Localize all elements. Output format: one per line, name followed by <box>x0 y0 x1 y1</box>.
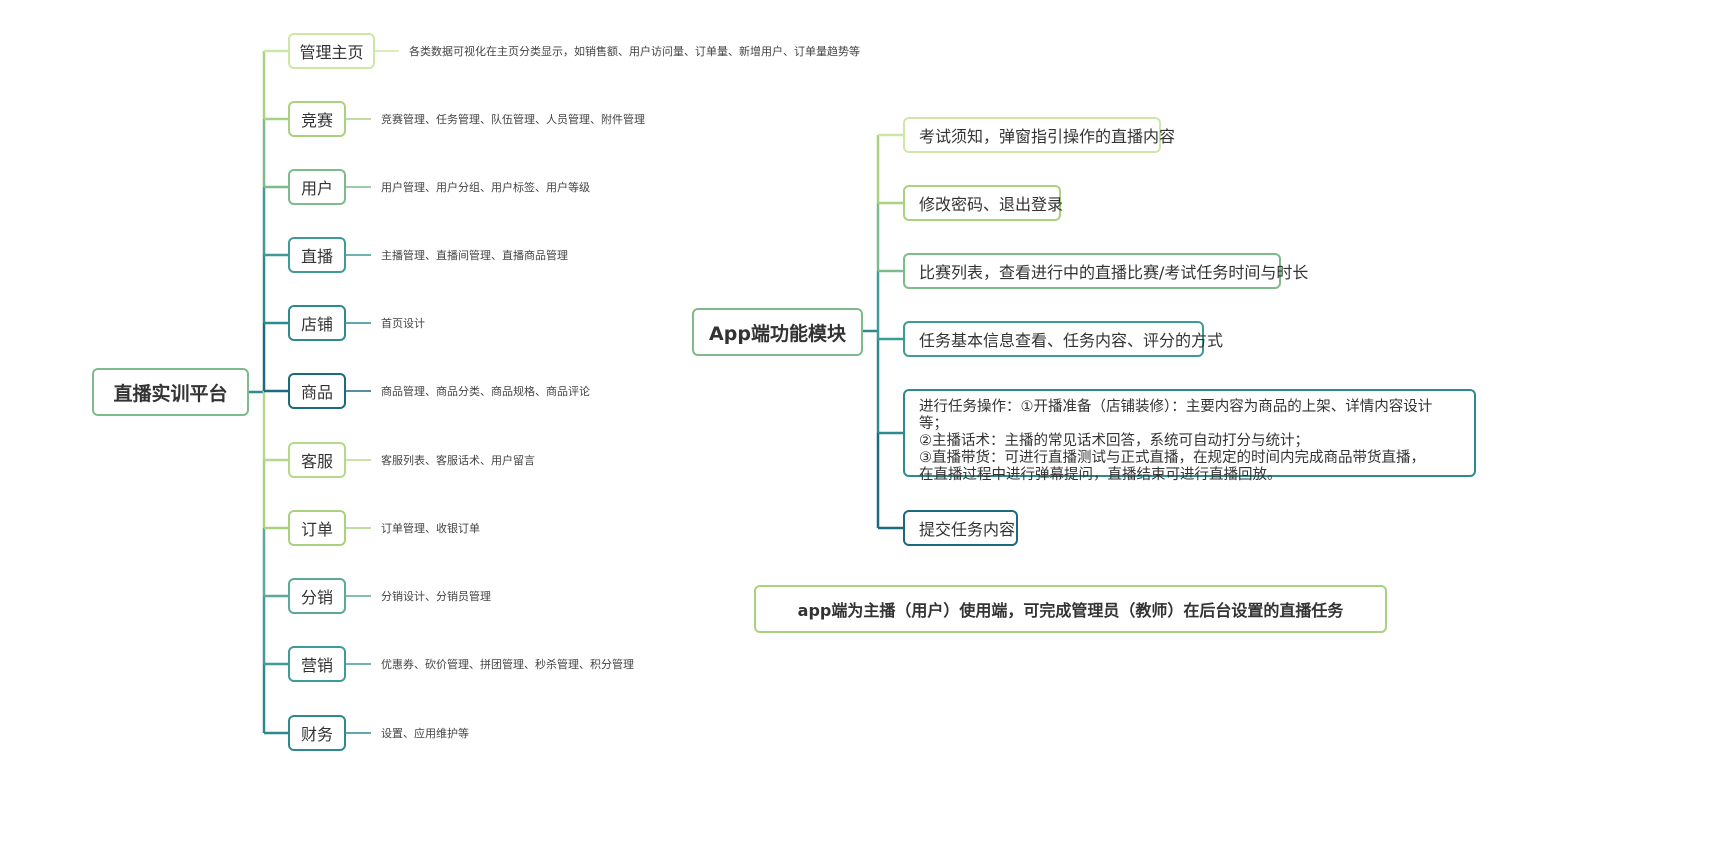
app-module-node[interactable]: 任务基本信息查看、任务内容、评分的方式 <box>903 321 1223 357</box>
right-root-node[interactable]: App端功能模块 <box>692 308 863 356</box>
branch-detail: 竞赛管理、任务管理、队伍管理、人员管理、附件管理 <box>381 113 645 126</box>
module-text-line: 在直播过程中进行弹幕提问，直播结束可进行直播回放。 <box>919 467 1282 483</box>
app-module-node[interactable]: 进行任务操作：①开播准备（店铺装修）：主要内容为商品的上架、详情内容设计等；②主… <box>903 389 1476 483</box>
branch-node[interactable]: 营销 <box>288 646 346 682</box>
branch-detail: 主播管理、直播间管理、直播商品管理 <box>381 249 568 262</box>
branch-detail: 优惠券、砍价管理、拼团管理、秒杀管理、积分管理 <box>381 658 634 671</box>
branch-detail: 分销设计、分销员管理 <box>381 590 491 603</box>
module-text-line: ②主播话术：主播的常见话术回答，系统可自动打分与统计； <box>919 433 1309 449</box>
branch-detail: 客服列表、客服话术、用户留言 <box>381 454 535 467</box>
branch-detail: 订单管理、收银订单 <box>381 522 480 535</box>
note-node[interactable]: app端为主播（用户）使用端，可完成管理员（教师）在后台设置的直播任务 <box>754 585 1387 633</box>
app-module-node[interactable]: 提交任务内容 <box>903 510 1018 546</box>
branch-node[interactable]: 客服 <box>288 442 346 478</box>
left-root-node[interactable]: 直播实训平台 <box>92 368 249 416</box>
app-module-node[interactable]: 修改密码、退出登录 <box>903 185 1063 221</box>
app-module-node[interactable]: 考试须知，弹窗指引操作的直播内容 <box>903 117 1175 153</box>
branch-node[interactable]: 直播 <box>288 237 346 273</box>
branch-node[interactable]: 店铺 <box>288 305 346 341</box>
module-text-line: 进行任务操作：①开播准备（店铺装修）：主要内容为商品的上架、详情内容设计等； <box>919 399 1433 432</box>
branch-node[interactable]: 用户 <box>288 169 346 205</box>
branch-node[interactable]: 分销 <box>288 578 346 614</box>
branch-node[interactable]: 管理主页 <box>288 33 375 69</box>
branch-node[interactable]: 财务 <box>288 715 346 751</box>
branch-node[interactable]: 订单 <box>288 510 346 546</box>
branch-detail: 商品管理、商品分类、商品规格、商品评论 <box>381 385 590 398</box>
branch-detail: 设置、应用维护等 <box>381 727 469 740</box>
branch-node[interactable]: 商品 <box>288 373 346 409</box>
app-module-node[interactable]: 比赛列表，查看进行中的直播比赛/考试任务时间与时长 <box>903 253 1308 289</box>
branch-detail: 各类数据可视化在主页分类显示，如销售额、用户访问量、订单量、新增用户、订单量趋势… <box>409 45 860 58</box>
branch-detail: 用户管理、用户分组、用户标签、用户等级 <box>381 181 590 194</box>
branch-detail: 首页设计 <box>381 317 425 330</box>
module-text-line: ③直播带货：可进行直播测试与正式直播，在规定的时间内完成商品带货直播， <box>919 450 1425 466</box>
branch-node[interactable]: 竞赛 <box>288 101 346 137</box>
